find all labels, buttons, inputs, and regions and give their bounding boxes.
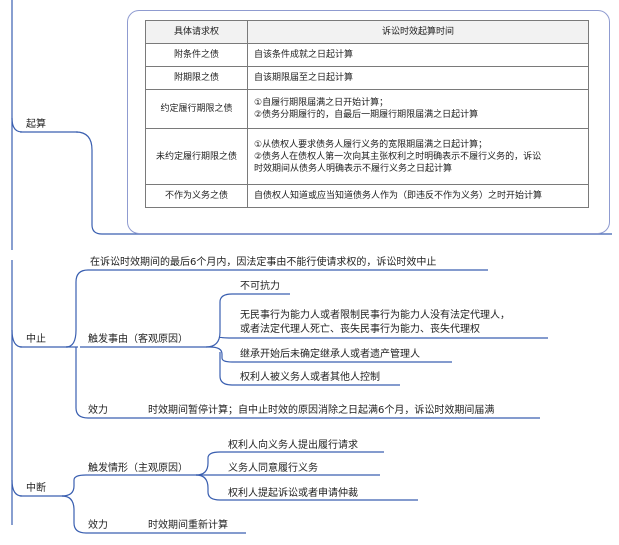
claim-type: 不作为义务之债: [145, 184, 248, 208]
table-header-row: 具体请求权 诉讼时效起算时间: [145, 20, 589, 44]
table-row: 附条件之债 自该条件成就之日起计算: [145, 43, 589, 67]
zhongduan-trigger-item: 义务人同意履行义务: [228, 463, 318, 474]
origin-rules-table: 具体请求权 诉讼时效起算时间 附条件之债 自该条件成就之日起计算 附期限之债 自…: [145, 20, 589, 208]
zhongzhi-effect-label: 效力: [88, 405, 108, 416]
claim-origin: 自该期限届至之日起计算: [247, 66, 589, 90]
table-row: 未约定履行期限之债 ①从债权人要求债务人履行义务的宽限期届满之日起计算； ②债务…: [145, 128, 589, 185]
trigger-item: 权利人被义务人或者其他人控制: [240, 372, 380, 383]
claim-type: 未约定履行期限之债: [145, 128, 248, 185]
claim-origin: ①从债权人要求债务人履行义务的宽限期届满之日起计算； ②债务人在债权人第一次向其…: [247, 128, 589, 185]
trigger-item: 继承开始后未确定继承人或者遗产管理人: [240, 349, 420, 360]
zhongduan-trigger-item: 权利人向义务人提出履行请求: [228, 440, 358, 451]
zhongzhi-trigger-label: 触发事由（客观原因）: [88, 334, 188, 345]
node-zhongduan: 中断: [26, 483, 46, 494]
zhongduan-trigger-label: 触发情形（主观原因）: [88, 463, 188, 474]
node-qisuan: 起算: [26, 119, 46, 130]
zhongduan-trigger-item: 权利人提起诉讼或者申请仲裁: [228, 488, 358, 499]
zhongduan-effect-text: 时效期间重新计算: [148, 520, 228, 531]
table-row: 不作为义务之债 自债权人知道或应当知道债务人作为（即违反不作为义务）之时开始计算: [145, 184, 589, 208]
claim-type: 约定履行期限之债: [145, 89, 248, 129]
table-header: 具体请求权: [145, 20, 248, 44]
trigger-item: 不可抗力: [240, 281, 280, 292]
claim-type: 附期限之债: [145, 66, 248, 90]
trigger-item: 无民事行为能力人或者限制民事行为能力人没有法定代理人，: [240, 310, 510, 321]
claim-origin: 自该条件成就之日起计算: [247, 43, 589, 67]
table-row: 附期限之债 自该期限届至之日起计算: [145, 66, 589, 90]
table-row: 约定履行期限之债 ①自履行期限届满之日开始计算； ②债务分期履行的，自最后一期履…: [145, 89, 589, 129]
qisuan-to-card: [75, 131, 612, 235]
trigger-item-cont: 或者法定代理人死亡、丧失民事行为能力、丧失代理权: [240, 324, 480, 335]
node-zhongzhi: 中止: [26, 334, 46, 345]
claim-origin: 自债权人知道或应当知道债务人作为（即违反不作为义务）之时开始计算: [247, 184, 589, 208]
zhongzhi-intro: 在诉讼时效期间的最后6个月内，因法定事由不能行使请求权的，诉讼时效中止: [90, 257, 437, 268]
claim-type: 附条件之债: [145, 43, 248, 67]
claim-origin: ①自履行期限届满之日开始计算； ②债务分期履行的，自最后一期履行期限届满之日起计…: [247, 89, 589, 129]
zhongzhi-effect-text: 时效期间暂停计算；自中止时效的原因消除之日起满6个月，诉讼时效期间届满: [148, 405, 495, 416]
zhongduan-effect-label: 效力: [88, 520, 108, 531]
table-header: 诉讼时效起算时间: [247, 20, 589, 44]
